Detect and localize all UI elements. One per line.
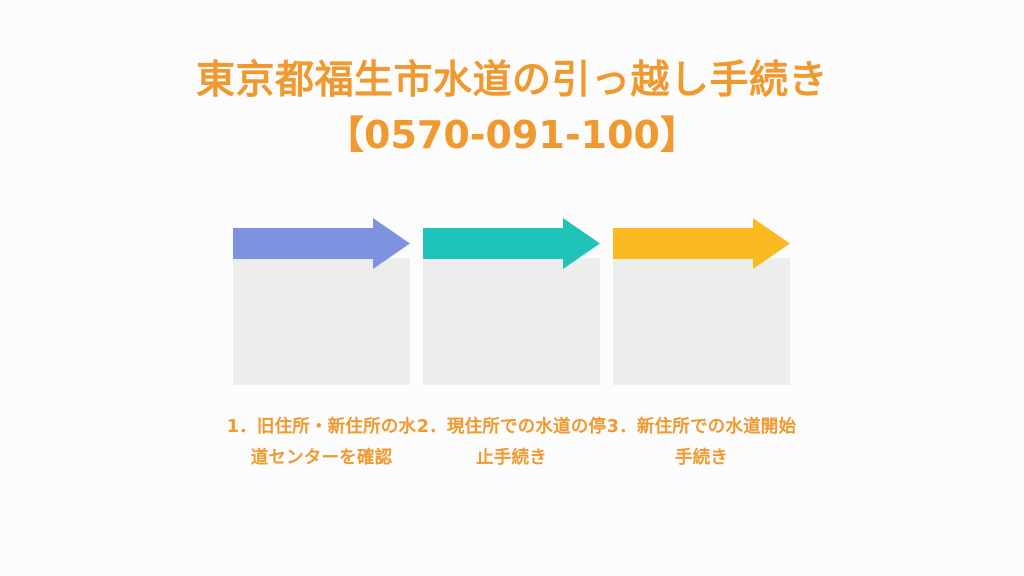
step-item-3: 3．新住所での水道開始手続き (607, 214, 796, 534)
page-title-line-1: 東京都福生市水道の引っ越し手続き (195, 58, 828, 103)
step-flow: 1．旧住所・新住所の水道センターを確認 2．現住所での水道の停止手続き 3．新住… (227, 214, 796, 534)
step-panel-2 (423, 258, 600, 385)
step-caption-3: 3．新住所での水道開始手続き (606, 417, 797, 468)
step-panel-3 (613, 258, 790, 385)
step-item-2: 2．現住所での水道の停止手続き (417, 214, 606, 534)
arrow-right-icon (613, 218, 790, 269)
page-title-line-2: 【0570-091-100】 (326, 113, 698, 157)
arrow-right-icon (423, 218, 600, 269)
arrow-right-icon (233, 218, 410, 269)
step-panel-1 (233, 258, 410, 385)
step-caption-2: 2．現住所での水道の停止手続き (416, 417, 607, 468)
step-caption-1: 1．旧住所・新住所の水道センターを確認 (226, 417, 417, 468)
page-title: 東京都福生市水道の引っ越し手続き 【0570-091-100】 (0, 54, 1024, 162)
step-item-1: 1．旧住所・新住所の水道センターを確認 (227, 214, 416, 534)
